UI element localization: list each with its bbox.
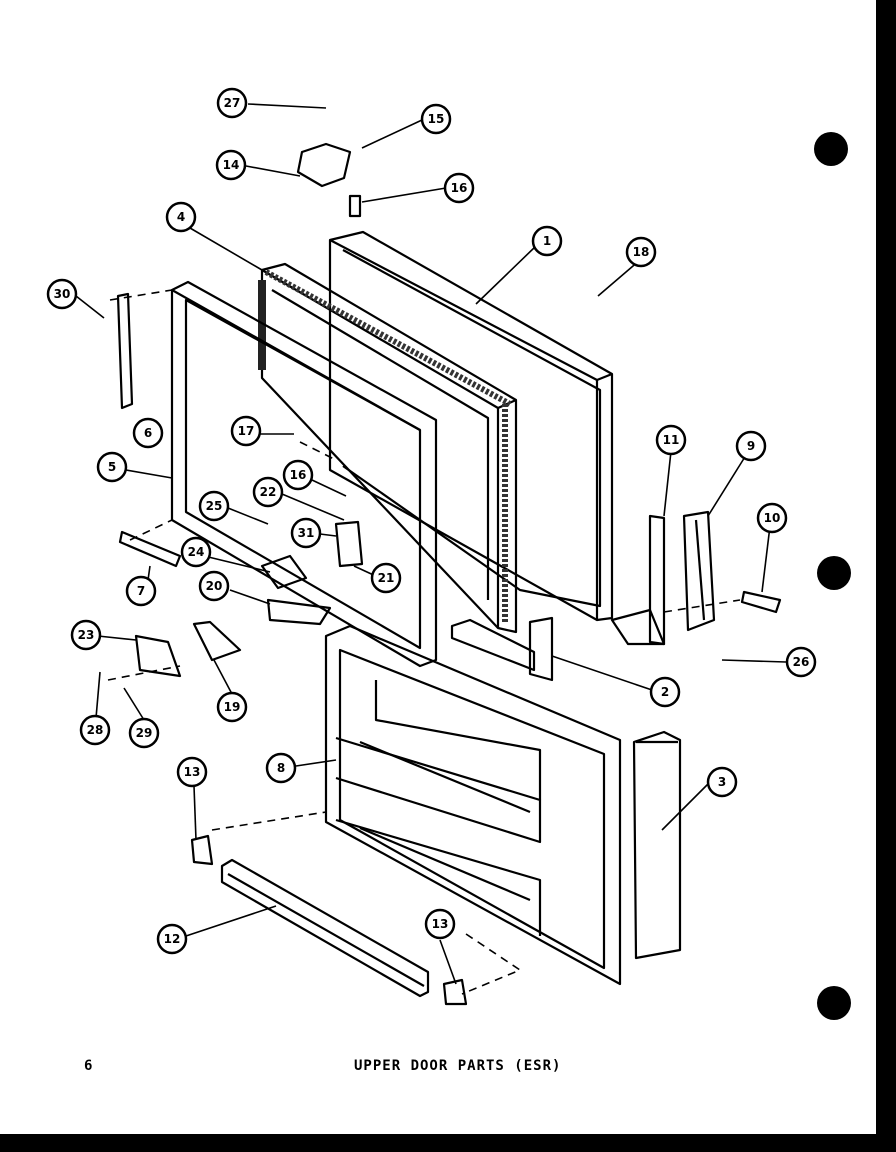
svg-text:8: 8 [277, 761, 285, 775]
part-lower-hinge [134, 634, 182, 678]
svg-text:5: 5 [108, 460, 116, 474]
svg-text:20: 20 [206, 579, 223, 593]
callout: 6 [132, 417, 164, 449]
page-number: 6 [84, 1058, 94, 1074]
binder-hole [814, 132, 848, 166]
callout: 16 [282, 459, 314, 491]
callout: 24 [180, 536, 212, 568]
part-trim-left [116, 292, 134, 410]
svg-text:19: 19 [224, 700, 241, 714]
svg-text:6: 6 [144, 426, 152, 440]
callout: 21 [370, 562, 402, 594]
svg-text:12: 12 [164, 932, 181, 946]
callout: 9 [735, 430, 767, 462]
callout: 3 [706, 766, 738, 798]
part-top-hinge [296, 142, 352, 188]
callout: 26 [785, 646, 817, 678]
callout: 13 [176, 756, 208, 788]
svg-text:15: 15 [428, 112, 445, 126]
part-hinge-bracket [450, 616, 554, 682]
part-hinge-plate [260, 554, 308, 590]
svg-text:13: 13 [184, 765, 201, 779]
callout: 20 [198, 570, 230, 602]
svg-text:28: 28 [87, 723, 104, 737]
callout: 16 [443, 172, 475, 204]
part-end-cap [740, 590, 782, 614]
callout: 28 [79, 714, 111, 746]
callout: 2 [649, 676, 681, 708]
part-hinge-pin-block [334, 520, 364, 568]
svg-text:25: 25 [206, 499, 223, 513]
callout: 18 [625, 236, 657, 268]
callout: 31 [290, 517, 322, 549]
part-clip-lower [442, 978, 468, 1006]
svg-text:10: 10 [764, 511, 781, 525]
part-trim-bottom [118, 530, 182, 568]
callout: 10 [756, 502, 788, 534]
part-clip-upper [190, 834, 214, 866]
callout: 1 [531, 225, 563, 257]
callout: 12 [156, 923, 188, 955]
callout: 25 [198, 490, 230, 522]
callout: 17 [230, 415, 262, 447]
svg-text:27: 27 [224, 96, 241, 110]
callout: 22 [252, 476, 284, 508]
part-bottom-trim [220, 858, 430, 998]
part-handle-assembly [610, 510, 716, 646]
part-inner-liner [324, 624, 622, 986]
part-outer-door-panel [328, 230, 614, 622]
part-hinge-arm [266, 598, 332, 626]
svg-text:18: 18 [633, 245, 650, 259]
svg-text:14: 14 [223, 158, 240, 172]
svg-text:16: 16 [290, 468, 307, 482]
svg-text:2: 2 [661, 685, 669, 699]
svg-text:29: 29 [136, 726, 153, 740]
svg-text:17: 17 [238, 424, 255, 438]
part-hinge-link [192, 620, 242, 662]
callout: 23 [70, 619, 102, 651]
callout-group: 27 15 14 16 4 1 18 30 6 17 5 16 22 25 31… [46, 87, 817, 955]
callout: 8 [265, 752, 297, 784]
callout: 5 [96, 451, 128, 483]
part-foam-liner [258, 262, 518, 634]
callout: 7 [125, 575, 157, 607]
part-side-strip [632, 730, 682, 960]
page-border-right [876, 0, 896, 1152]
callout: 29 [128, 717, 160, 749]
svg-text:26: 26 [793, 655, 810, 669]
svg-text:11: 11 [663, 433, 680, 447]
svg-text:9: 9 [747, 439, 755, 453]
svg-text:22: 22 [260, 485, 277, 499]
svg-text:24: 24 [188, 545, 205, 559]
callout: 27 [216, 87, 248, 119]
callout: 11 [655, 424, 687, 456]
svg-text:21: 21 [378, 571, 395, 585]
leader-lines [75, 103, 787, 985]
callout: 4 [165, 201, 197, 233]
binder-hole [817, 556, 851, 590]
svg-text:13: 13 [432, 917, 449, 931]
alignment-lines [107, 289, 741, 995]
callout: 14 [215, 149, 247, 181]
part-bushing [348, 194, 362, 218]
svg-text:1: 1 [543, 234, 551, 248]
svg-text:30: 30 [54, 287, 71, 301]
svg-text:16: 16 [451, 181, 468, 195]
svg-text:4: 4 [177, 210, 185, 224]
callout: 13 [424, 908, 456, 940]
binder-hole [817, 986, 851, 1020]
callout: 30 [46, 278, 78, 310]
page-border-bottom [0, 1134, 896, 1152]
svg-text:3: 3 [718, 775, 726, 789]
callout: 15 [420, 103, 452, 135]
svg-text:31: 31 [298, 526, 315, 540]
svg-text:23: 23 [78, 628, 95, 642]
page-title: UPPER DOOR PARTS (ESR) [354, 1058, 562, 1074]
callout: 19 [216, 691, 248, 723]
svg-text:7: 7 [137, 584, 145, 598]
